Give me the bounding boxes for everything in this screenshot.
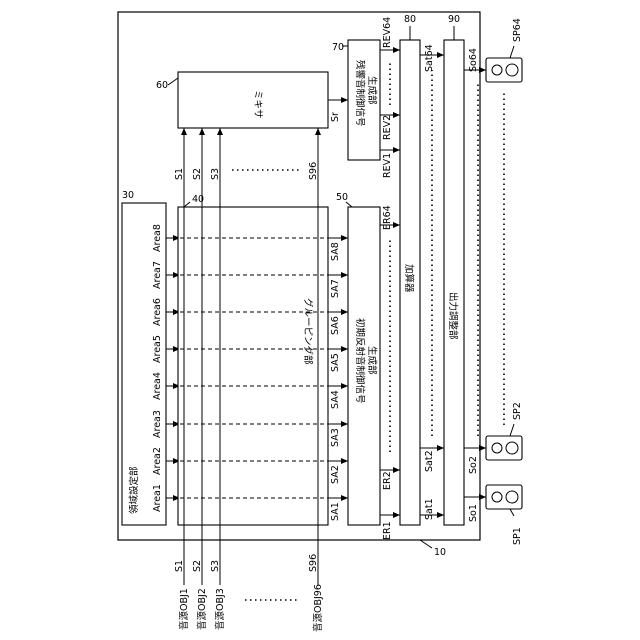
speaker-sp64 — [486, 58, 522, 82]
mixer-label: ミキサ — [252, 90, 263, 119]
mixer-input-s3-label: S3 — [210, 168, 221, 180]
mixer-input-s1-label: S1 — [174, 168, 185, 180]
group-output-label: SA4 — [330, 390, 341, 409]
mixer-output-label: Sr — [330, 112, 341, 122]
sp64-label: SP64 — [512, 18, 523, 42]
grouping-block — [178, 207, 328, 525]
source-obj1-label: 音源OBJ1 — [178, 588, 190, 630]
area-label: Area5 — [152, 335, 163, 363]
area-label: Area3 — [152, 410, 163, 438]
mixer-numeral: 60 — [156, 80, 168, 91]
group-output-label: SA1 — [330, 502, 341, 521]
input-s96-label: S96 — [308, 554, 319, 572]
area-label: Area4 — [152, 372, 163, 400]
area-label: Area7 — [152, 261, 163, 289]
input-s1-label: S1 — [174, 560, 185, 572]
output-adjust-label: 出力調整部 — [447, 292, 459, 340]
so-signal-lines — [464, 70, 486, 497]
so1-label: So1 — [468, 504, 479, 522]
rev-gen-label-line1: 残響音制御信号 — [354, 60, 366, 127]
source-obj3-label: 音源OBJ3 — [214, 588, 226, 630]
so64-label: So64 — [468, 48, 479, 72]
er-gen-label-line2: 生成部 — [366, 346, 378, 375]
output-adjust-block — [444, 40, 464, 525]
group-output-label: SA8 — [330, 242, 341, 261]
sat1-label: Sat1 — [424, 498, 435, 520]
output-adjust-numeral: 90 — [448, 14, 460, 25]
grouping-label: グルーピング部 — [302, 298, 314, 365]
group-output-label: SA6 — [330, 316, 341, 335]
speaker-icon — [486, 485, 522, 509]
group-output-label: SA7 — [330, 279, 341, 298]
sp1-label: SP1 — [512, 527, 523, 545]
source-obj2-label: 音源OBJ2 — [196, 588, 208, 630]
region-numeral: 30 — [122, 190, 134, 201]
adder-label: 加算器 — [403, 264, 415, 293]
rev64-label: REV64 — [382, 17, 393, 48]
so2-label: So2 — [468, 456, 479, 474]
input-s2-label: S2 — [192, 560, 203, 572]
rev-gen-label-line2: 生成部 — [366, 76, 378, 105]
group-output-label: SA2 — [330, 465, 341, 484]
speaker-sp1 — [486, 485, 522, 509]
er64-label: ER64 — [382, 205, 393, 230]
area-label: Area2 — [152, 447, 163, 475]
rev1-label: REV1 — [382, 153, 393, 178]
er-gen-label-line1: 初期反射音制御信号 — [354, 318, 366, 404]
group-output-label: SA5 — [330, 353, 341, 372]
er-gen-numeral: 50 — [336, 192, 348, 203]
sp2-label: SP2 — [512, 402, 523, 420]
sat-signal-lines — [420, 55, 444, 515]
er1-label: ER1 — [382, 521, 393, 540]
sat64-label: Sat64 — [424, 44, 435, 72]
adder-numeral: 80 — [404, 14, 416, 25]
area-label: Area1 — [152, 484, 163, 512]
area-label: Area6 — [152, 298, 163, 326]
speaker-icon — [486, 436, 522, 460]
region-setting-label: 領域設定部 — [128, 466, 140, 514]
sat2-label: Sat2 — [424, 450, 435, 472]
speaker-icon — [486, 58, 522, 82]
area-label: Area8 — [152, 224, 163, 252]
rev2-label: REV2 — [382, 115, 393, 140]
er2-label: ER2 — [382, 471, 393, 490]
group-output-label: SA3 — [330, 428, 341, 447]
mixer-input-s96-label: S96 — [308, 162, 319, 180]
mixer-input-s2-label: S2 — [192, 168, 203, 180]
system-numeral: 10 — [434, 547, 446, 558]
rev-gen-numeral: 70 — [332, 42, 344, 53]
source-obj96-label: 音源OBJ96 — [312, 584, 324, 632]
speaker-sp2 — [486, 436, 522, 460]
input-s3-label: S3 — [210, 560, 221, 572]
group-output-labels: SA1 SA2 SA3 SA4 SA5 SA6 SA7 SA8 — [330, 242, 341, 521]
